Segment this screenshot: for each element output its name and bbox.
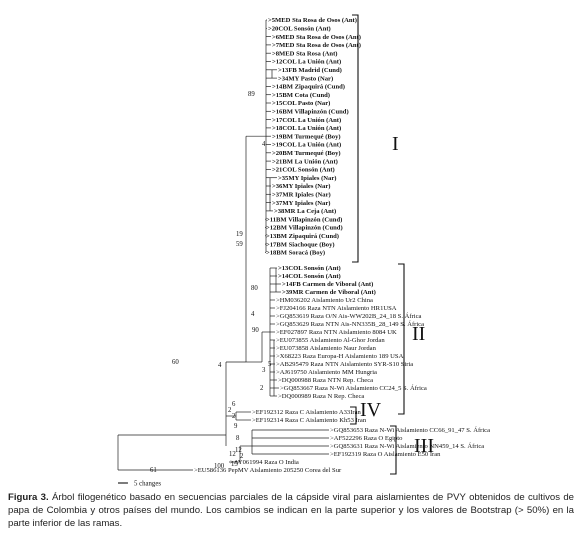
leaf-label: >EF027897 Raza NTN Aislamiento 8084 UK — [276, 329, 397, 336]
leaf-label: >14FB Carmen de Viboral (Ant) — [282, 281, 373, 288]
leaf-label: >DQ000989 Raza N Rep. Checa — [278, 393, 364, 400]
leaf-label: >GQ853653 Raza N-Wi Aislamiento CC66_91_… — [330, 426, 490, 434]
leaf-label: >21BM La Unión (Ant) — [272, 158, 338, 165]
branch-value-label: 2 — [232, 413, 236, 420]
leaf-label: >15COL Pasto (Nar) — [272, 100, 330, 107]
leaf-label: >5MED Sta Rosa de Osos (Ant) — [268, 17, 357, 24]
leaf-label: >12COL La Unión (Ant) — [272, 59, 341, 66]
leaf-label: >EU073858 Aislamiento Naur Jordan — [276, 345, 377, 352]
branch-value-label: 100 — [214, 463, 225, 470]
leaf-label: >EF192314 Raza C Aislamiento Kh53 Iran — [252, 417, 367, 424]
leaf-label: >21COL Sonsón (Ant) — [272, 167, 335, 174]
leaf-label: >20BM Turmequé (Boy) — [272, 150, 341, 157]
clade-bracket — [350, 406, 357, 425]
leaf-label: >GQ853619 Raza O/N Ais-WW202B_24_18 S. Á… — [276, 312, 422, 320]
leaf-label: >7MED Sta Rosa de Osos (Ant) — [272, 42, 361, 49]
leaf-label: >18COL La Unión (Ant) — [272, 125, 341, 132]
leaf-label: >13FB Madrid (Cund) — [278, 67, 342, 74]
branch-value-label: 90 — [252, 327, 259, 334]
leaf-label: >8MED Sta Rosa (Ant) — [272, 50, 337, 57]
branch-value-label: 59 — [236, 241, 243, 248]
leaf-label: >AF522296 Raza O Egipto — [330, 435, 403, 442]
branch-value-label: 19 — [236, 231, 243, 238]
branch-value-label: 2 — [260, 385, 264, 392]
leaf-label: >34MY Pasto (Nar) — [278, 75, 333, 82]
branch-value-label: 60 — [172, 359, 179, 366]
branch-value-label: 8 — [236, 435, 240, 442]
branch-value-label: 4 — [251, 311, 255, 318]
leaf-label: >EU073855 Aislamiento Al-Ghor Jordan — [276, 337, 385, 344]
leaf-label: >19BM Turmequé (Boy) — [272, 133, 341, 140]
leaf-label: >16BM Villapinzón (Cund) — [272, 109, 349, 116]
leaf-label: >39MR Carmen de Viboral (Ant) — [282, 289, 376, 296]
leaf-label: >36MY Ipiales (Nar) — [272, 183, 330, 190]
leaf-label: >13COL Sonsón (Ant) — [278, 265, 341, 272]
branch-value-label: 3 — [262, 367, 266, 374]
branch-value-label: 89 — [248, 91, 255, 98]
clade-label: II — [412, 323, 425, 345]
leaf-label: >AJ619750 Aislamiento MM Hungria — [276, 369, 377, 376]
leaf-label: >EF192312 Raza C Aislamiento A33Iran — [252, 409, 362, 416]
leaf-label: >X68223 Raza Europa-H Aislamiento 189 US… — [276, 353, 404, 360]
branch-value-label: 12 — [229, 451, 236, 458]
clade-label: III — [414, 435, 434, 457]
branch-value-label: 5 — [268, 361, 272, 368]
leaf-label: >13BM Zipaquirá (Cund) — [266, 233, 339, 240]
leaf-label: >HM036202 Aislamiento Ur2 China — [276, 297, 373, 304]
leaf-label: >GQ853667 Raza N-Wi Aislamiento CC24_5 S… — [280, 384, 427, 392]
leaf-label: >11BM Villapinzón (Cund) — [266, 216, 342, 223]
clade-bracket — [398, 263, 405, 415]
phylogenetic-tree: >5MED Sta Rosa de Osos (Ant) >20COL Sonsó… — [117, 14, 490, 488]
leaf-label: >AY061994 Raza O India — [230, 459, 299, 466]
leaf-label: >EU586136 PepMV Aislamiento 205250 Corea… — [194, 467, 342, 474]
leaf-label: >18BM Soracá (Boy) — [266, 250, 325, 257]
leaf-label: >38MR La Ceja (Ant) — [274, 208, 336, 215]
leaf-label: >15BM Cota (Cund) — [272, 92, 330, 99]
branch-value-label: 2 — [240, 453, 244, 460]
clade-label: I — [392, 133, 399, 155]
branch-value-label: 6 — [232, 401, 236, 408]
leaf-label: >DQ000988 Raza NTN Rep. Checa — [278, 377, 373, 384]
leaf-label: >GQ853629 Raza NTN Ais-NN335B_28_149 S. … — [276, 320, 424, 328]
clade-bracket — [352, 14, 359, 263]
figure-caption: Figura 3. Árbol filogenético basado en s… — [8, 491, 574, 530]
leaf-label: >AB295479 Raza NTN Aislamiento SYR-S10 S… — [276, 361, 413, 368]
caption-text: Árbol filogenético basado en secuencias … — [8, 492, 575, 529]
leaf-label: >19COL La Unión (Ant) — [272, 142, 341, 149]
leaf-label: >35MY Ipiales (Nar) — [278, 175, 336, 182]
leaf-label: >12BM Villapinzón (Cund) — [266, 225, 343, 232]
leaf-label: >17BM Siachoque (Boy) — [266, 241, 335, 248]
leaf-label: >37MR Ipiales (Nar) — [272, 192, 331, 199]
leaf-label: >6MED Sta Rosa de Osos (Ant) — [272, 34, 361, 41]
leaf-label: >GQ853631 Raza N-Wi Aislamiento NN459_14… — [330, 442, 484, 450]
leaf-label: >14BM Zipaquirá (Cund) — [272, 84, 345, 91]
clade-bracket — [390, 425, 397, 475]
leaf-label: >14COL Sonsón (Ant) — [278, 273, 341, 280]
scale-bar-label: 5 changes — [134, 481, 161, 488]
leaf-label: >37MY Ipiales (Nar) — [272, 200, 330, 207]
branch-value-label: 2 — [228, 407, 232, 414]
leaf-label: >17COL La Unión (Ant) — [272, 117, 341, 124]
leaf-label: >EF192319 Raza O Aislamiento E50 Iran — [330, 451, 441, 458]
caption-lead: Figura 3. — [8, 492, 49, 503]
leaf-label: >20COL Sonsón (Ant) — [268, 26, 331, 33]
leaf-label: >FJ204166 Raza NTN Aislamiento HR1USA — [276, 305, 397, 312]
branch-value-label: 80 — [251, 285, 258, 292]
branch-value-label: 15 — [231, 461, 238, 468]
branch-value-label: 9 — [234, 423, 238, 430]
clade-label: IV — [360, 399, 382, 421]
branch-value-label: 4 — [218, 362, 222, 369]
branch-value-label: 4 — [262, 141, 266, 148]
branch-value-label: 61 — [150, 467, 157, 474]
branch-value-label: 12 — [235, 447, 242, 454]
